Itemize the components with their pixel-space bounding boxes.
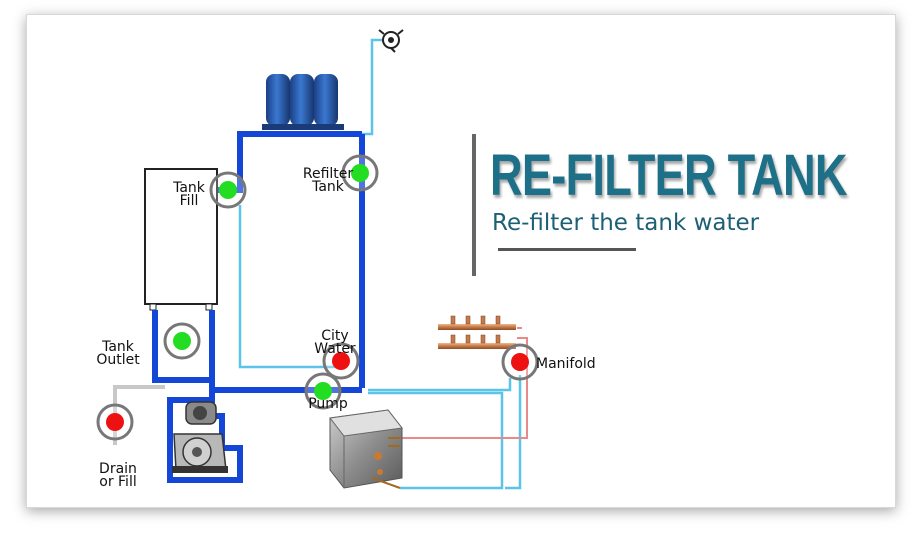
valve-city-water[interactable]	[322, 342, 360, 380]
label-tank-outlet: Tank Outlet	[96, 339, 140, 368]
label-manifold: Manifold	[536, 356, 596, 372]
manifold-icon	[438, 315, 516, 349]
title-block: RE-FILTER TANK Re-filter the tank water	[472, 130, 848, 280]
tank-body	[144, 168, 218, 311]
label-city-water: City Water	[314, 328, 356, 357]
filter-cartridges	[262, 74, 344, 130]
internal-cold-lines	[238, 205, 522, 490]
label-tank-fill: Tank Fill	[173, 180, 205, 209]
water-heater-icon	[329, 409, 403, 489]
valve-manifold[interactable]	[501, 343, 539, 381]
valve-tank-fill[interactable]	[209, 171, 247, 209]
subtitle-underline	[498, 248, 636, 251]
page-title: RE-FILTER TANK	[490, 143, 848, 208]
page-subtitle: Re-filter the tank water	[492, 210, 760, 236]
valve-drain-or-fill[interactable]	[96, 403, 134, 441]
label-pump: Pump	[308, 396, 348, 412]
valve-refilter-tank[interactable]	[341, 154, 379, 192]
valve-pump[interactable]	[304, 372, 342, 410]
valve-tank-outlet[interactable]	[163, 322, 201, 360]
label-drain-or-fill: Drain or Fill	[99, 461, 137, 490]
label-refilter-tank: Refilter Tank	[302, 166, 354, 195]
title-divider	[472, 134, 476, 276]
hot-lines	[400, 327, 528, 439]
cold-supply-line	[362, 38, 382, 136]
faucet-icon	[378, 29, 404, 53]
pump-icon	[172, 401, 228, 473]
